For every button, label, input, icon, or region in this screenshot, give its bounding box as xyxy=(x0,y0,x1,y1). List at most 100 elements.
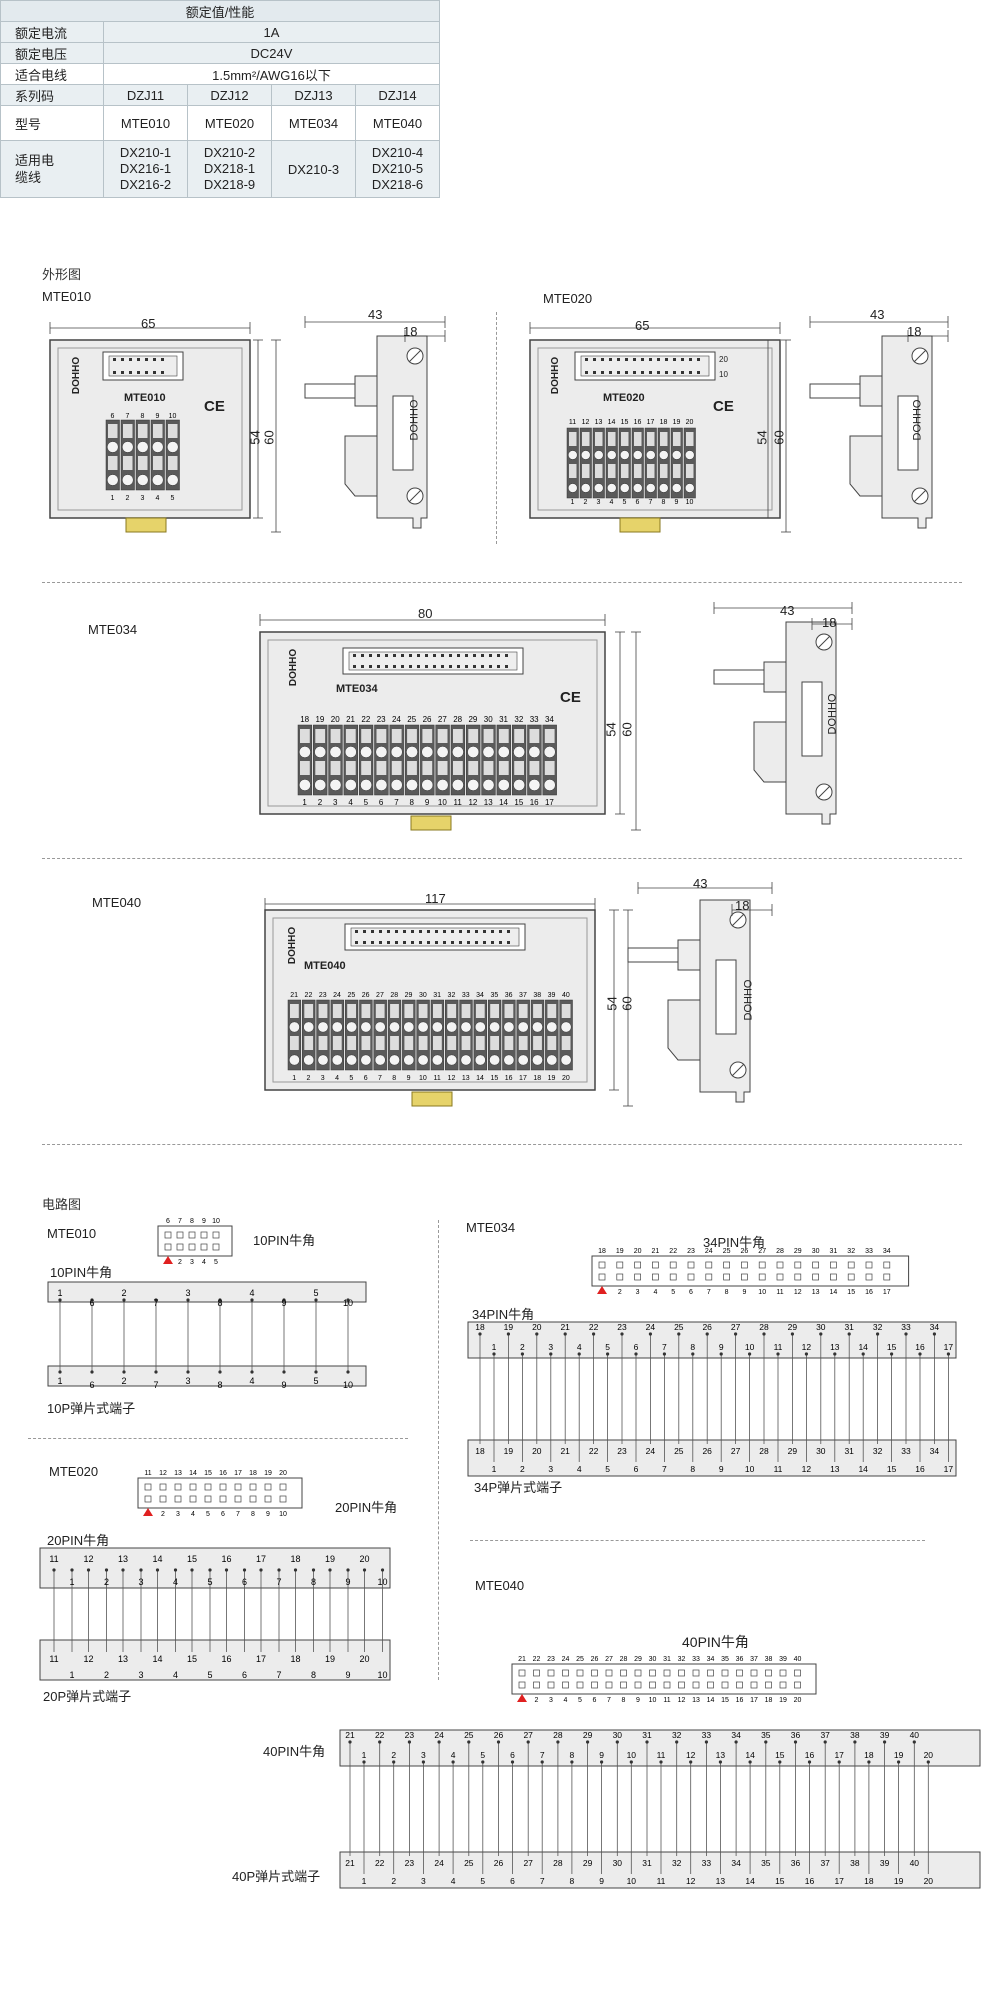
pin-number: 3 xyxy=(421,1876,426,1886)
header-pin-number: 8 xyxy=(725,1289,729,1296)
terminal-hole xyxy=(421,746,434,758)
terminal-slot xyxy=(447,1036,457,1050)
wire-node xyxy=(218,1370,222,1374)
header-pin-number: 5 xyxy=(671,1289,675,1296)
terminal-label: 34P弹片式端子 xyxy=(474,1480,563,1495)
module-name: MTE010 xyxy=(124,392,166,404)
pin-label: 20PIN牛角 xyxy=(47,1533,110,1548)
pin-number: 21 xyxy=(345,1730,355,1740)
pin-number: 18 xyxy=(290,1654,300,1664)
pin-number: 3 xyxy=(421,1750,426,1760)
wire-node xyxy=(362,1568,367,1572)
pin-number: 4 xyxy=(348,798,353,807)
terminal-hole xyxy=(560,1054,572,1066)
header-pin xyxy=(409,654,412,657)
pin-number: 40 xyxy=(910,1730,920,1740)
wire-node xyxy=(897,1760,901,1764)
header-pin xyxy=(518,1669,526,1677)
wire-node xyxy=(510,1760,515,1764)
pin-number: 8 xyxy=(690,1342,695,1352)
header-pin-number: 19 xyxy=(779,1697,787,1704)
pin1-marker xyxy=(163,1256,173,1264)
header-pin xyxy=(425,654,428,657)
terminal-hole xyxy=(467,779,480,791)
header-pin xyxy=(385,665,388,668)
wire-node xyxy=(346,1298,350,1302)
header-pin xyxy=(499,941,502,944)
terminal-hole xyxy=(329,746,342,758)
wire-node xyxy=(58,1298,62,1302)
terminal-hole xyxy=(346,1021,358,1033)
pin-number: 29 xyxy=(583,1858,593,1868)
header-pin xyxy=(159,1483,167,1491)
pin-number: 9 xyxy=(599,1876,604,1886)
header-pin-number: 32 xyxy=(847,1248,855,1255)
series-code: DZJ14 xyxy=(355,84,440,106)
header-pin xyxy=(204,1495,212,1503)
pin-number: 3 xyxy=(141,495,145,502)
terminal-strip xyxy=(39,1639,391,1681)
header-pin xyxy=(176,1243,184,1251)
terminal-hole xyxy=(107,474,119,486)
side-clip xyxy=(849,435,883,497)
header-pin xyxy=(189,1483,197,1491)
header-pin-number: 6 xyxy=(221,1511,225,1518)
terminal-slot xyxy=(529,761,540,775)
terminal-slot xyxy=(315,761,326,775)
wire-node xyxy=(804,1352,809,1356)
terminal-hole xyxy=(607,450,617,460)
pin-number: 4 xyxy=(577,1464,582,1474)
header-pin xyxy=(617,371,620,374)
pin-number: 8 xyxy=(570,1750,575,1760)
header-pin xyxy=(847,1261,855,1269)
header-pin xyxy=(491,941,494,944)
header-pin xyxy=(363,941,366,944)
wire-node xyxy=(675,1740,679,1744)
pin-number: 13 xyxy=(118,1554,128,1564)
terminal-strip xyxy=(467,1439,957,1477)
terminal-hole xyxy=(581,450,591,460)
pin-number: 1 xyxy=(492,1464,497,1474)
pin-number: 26 xyxy=(494,1730,504,1740)
terminal-slot xyxy=(582,464,590,478)
terminal-slot xyxy=(533,1036,542,1050)
terminal-slot xyxy=(347,1004,356,1018)
header-pin xyxy=(219,1495,227,1503)
pin-number: 14 xyxy=(858,1342,868,1352)
wire-node xyxy=(600,1760,604,1764)
header-pin xyxy=(505,665,508,668)
pin-number: 31 xyxy=(642,1730,652,1740)
cable-cell: DX210-3 xyxy=(271,140,356,198)
pin-number: 9 xyxy=(156,413,160,420)
pin-number: 38 xyxy=(533,992,541,999)
pin-number: 14 xyxy=(745,1750,755,1760)
pin-number: 3 xyxy=(548,1342,553,1352)
pin-number: 6 xyxy=(510,1876,515,1886)
header-pin xyxy=(687,1273,695,1281)
terminal-cell xyxy=(631,427,644,499)
pin-number: 37 xyxy=(820,1730,830,1740)
pin-number: 17 xyxy=(256,1654,266,1664)
terminal-hole xyxy=(137,474,149,486)
terminal-slot xyxy=(475,1036,485,1050)
terminal-hole xyxy=(390,779,403,791)
pin-number: 17 xyxy=(944,1342,954,1352)
header-pin xyxy=(200,1231,208,1239)
header-pin-number: 4 xyxy=(191,1511,195,1518)
header-pin xyxy=(673,371,676,374)
header-pin-number: 14 xyxy=(189,1470,197,1477)
header-label: 40PIN牛角 xyxy=(682,1634,749,1650)
wire-node xyxy=(437,1740,441,1744)
header-pin-number: 11 xyxy=(776,1289,783,1296)
header-pin xyxy=(393,665,396,668)
header-pin xyxy=(601,371,604,374)
cable-code: DX218-9 xyxy=(203,177,256,192)
header-pin-number: 17 xyxy=(883,1289,891,1296)
header-pin xyxy=(137,371,140,374)
terminal-slot xyxy=(376,729,387,743)
header-pin-number: 22 xyxy=(533,1656,541,1663)
pin-number: 40 xyxy=(562,992,570,999)
header-pin xyxy=(812,1261,819,1269)
pin-number: 30 xyxy=(484,715,493,724)
terminal-slot xyxy=(390,1004,399,1018)
